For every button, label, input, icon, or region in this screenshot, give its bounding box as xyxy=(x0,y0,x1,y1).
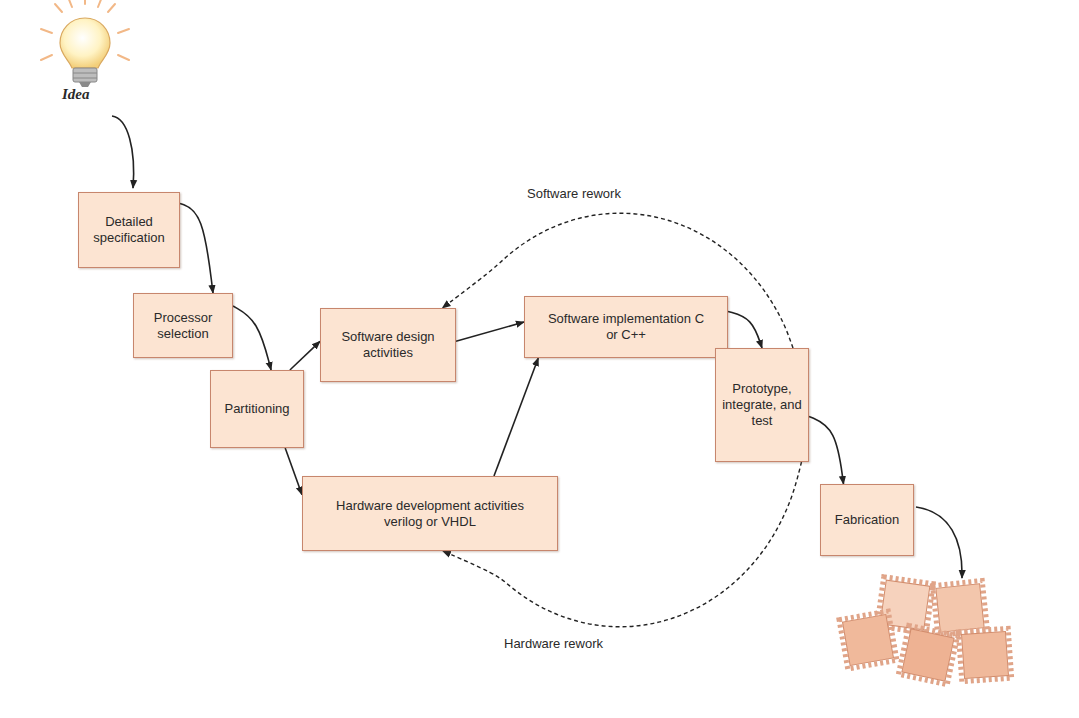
process-box: Fabrication xyxy=(820,484,914,556)
process-box: Detailed specification xyxy=(78,192,180,268)
text-block: Processor selection xyxy=(140,310,226,342)
chip-stack xyxy=(839,577,1012,685)
edge-label: Software rework xyxy=(525,186,623,201)
process-box: Processor selection xyxy=(133,293,233,358)
process-box: Hardware development activities verilog … xyxy=(302,476,558,551)
process-box: Software design activities xyxy=(320,308,456,382)
process-box: Prototype, integrate, and test xyxy=(715,348,809,462)
flow-arrow xyxy=(180,203,213,293)
text-block: Software implementation C or C++ xyxy=(541,311,711,343)
idea-arrow xyxy=(112,116,134,188)
box-label: Detailed specification xyxy=(85,214,173,246)
flow-arrow xyxy=(285,448,302,495)
bulb-glass xyxy=(60,18,110,87)
box-label: Software implementation C or C++ xyxy=(541,311,711,343)
text-block: Partitioning xyxy=(224,401,289,417)
rework-loop xyxy=(442,213,793,348)
box-label: Software design activities xyxy=(327,329,449,361)
flow-arrow xyxy=(456,322,524,341)
flow-arrow xyxy=(494,358,538,476)
box-label: Processor selection xyxy=(140,310,226,342)
flow-arrow xyxy=(809,416,844,484)
text-block: Detailed specification xyxy=(85,214,173,246)
box-label: Hardware development activities verilog … xyxy=(324,498,536,530)
text-block: Prototype, integrate, and test xyxy=(722,381,802,429)
flow-arrow xyxy=(290,341,320,370)
flow-arrow xyxy=(728,312,762,349)
text-block: Hardware development activities verilog … xyxy=(324,498,536,530)
process-box: Partitioning xyxy=(210,370,304,448)
flow-arrow xyxy=(233,306,271,370)
text-block: Fabrication xyxy=(835,512,899,528)
text-block: Software design activities xyxy=(327,329,449,361)
process-box: Software implementation C or C++ xyxy=(524,296,728,358)
box-label: Fabrication xyxy=(835,512,899,528)
edge-label: Hardware rework xyxy=(502,636,605,651)
idea-label: Idea xyxy=(60,86,92,103)
fabrication-arrow xyxy=(916,507,962,578)
box-label: Prototype, integrate, and test xyxy=(722,381,802,429)
box-label: Partitioning xyxy=(224,401,289,417)
